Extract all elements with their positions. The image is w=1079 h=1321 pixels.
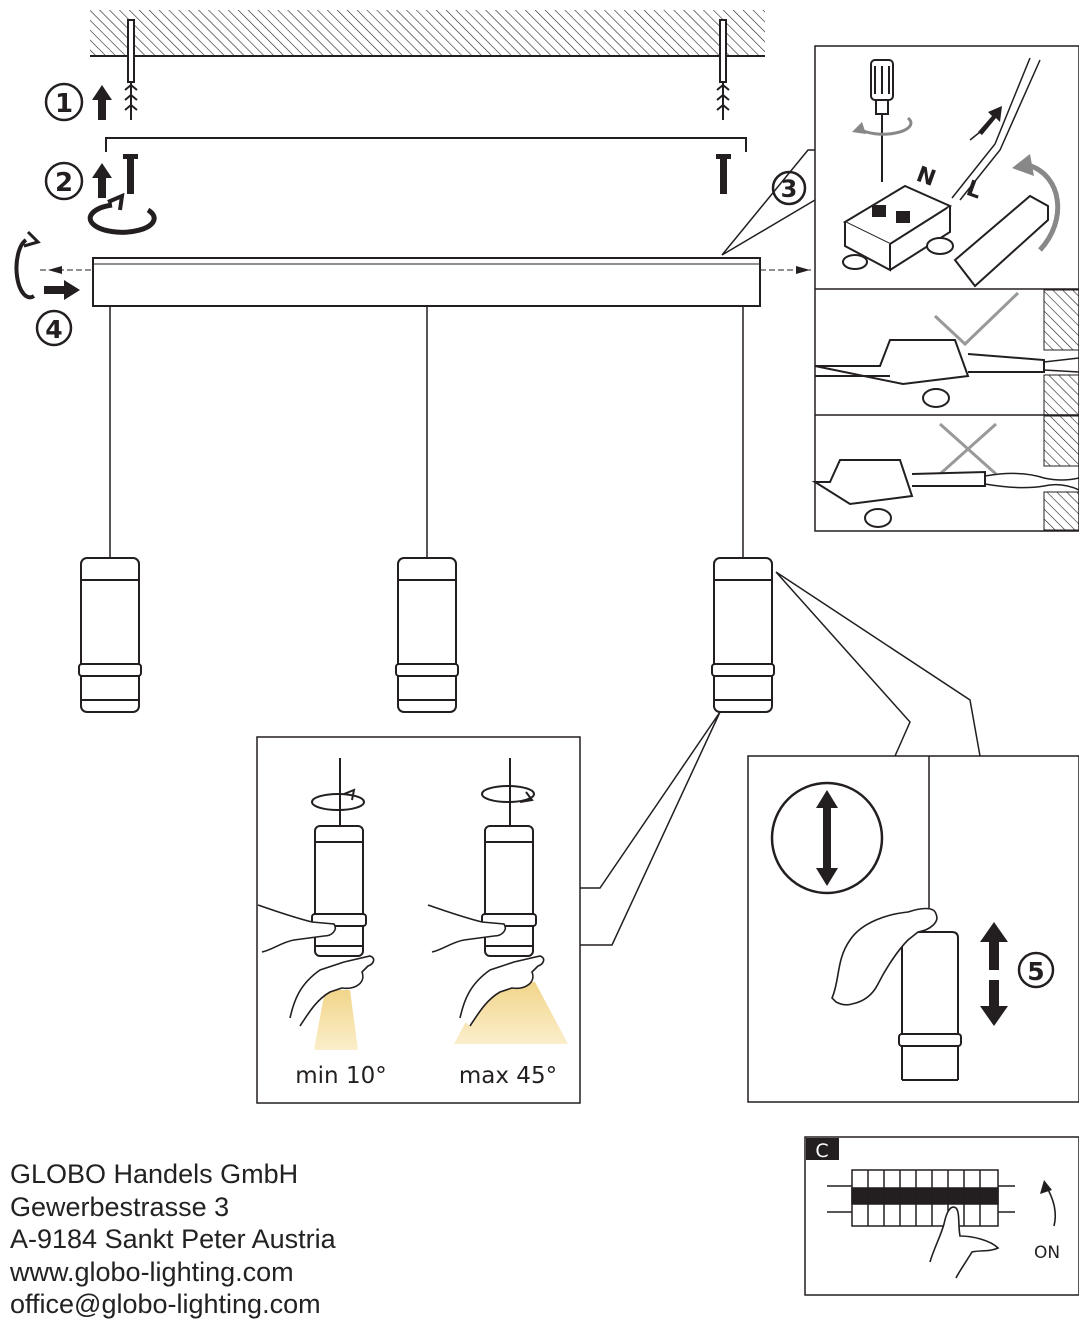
svg-text:5: 5 bbox=[1027, 957, 1044, 986]
check-icon bbox=[933, 291, 1020, 347]
up-down-arrow-icon bbox=[980, 922, 1008, 1026]
spotlight-height bbox=[898, 931, 962, 1081]
callout-line bbox=[580, 711, 721, 946]
screwdriver-icon bbox=[870, 59, 894, 182]
callout-line bbox=[775, 571, 981, 757]
company-street: Gewerbestrasse 3 bbox=[10, 1191, 230, 1222]
screw-right bbox=[716, 154, 731, 194]
spotlight-left bbox=[78, 557, 142, 713]
rotate-arrow-icon bbox=[857, 116, 913, 136]
wall-plug-left bbox=[124, 19, 138, 120]
wall-section bbox=[1043, 289, 1079, 351]
side-screw-left bbox=[48, 266, 62, 274]
right-arrow-icon bbox=[44, 280, 80, 300]
callout-line bbox=[721, 149, 816, 256]
spotlight-right bbox=[711, 557, 775, 713]
terminal-block bbox=[842, 184, 954, 272]
vertical-adjust-icon bbox=[770, 781, 884, 895]
rotate-screw-icon bbox=[87, 192, 157, 235]
cross-icon bbox=[939, 422, 997, 476]
ceiling bbox=[90, 10, 765, 57]
wall-section bbox=[1043, 374, 1079, 416]
company-website: www.globo-lighting.com bbox=[10, 1256, 294, 1287]
panel-letter: C bbox=[815, 1140, 828, 1162]
insert-arrow-icon bbox=[978, 106, 1002, 135]
screw-left bbox=[123, 154, 138, 194]
terminal-correct bbox=[814, 339, 1079, 408]
wall-section bbox=[1043, 491, 1079, 531]
canopy-bar bbox=[92, 257, 761, 307]
company-name: GLOBO Handels GmbH bbox=[10, 1159, 299, 1189]
step-2-badge: 2 bbox=[44, 161, 84, 201]
hands-adjusting-narrow bbox=[257, 904, 375, 1027]
mounting-bracket bbox=[105, 137, 747, 152]
finger-switching bbox=[929, 1206, 1000, 1279]
cover-plate bbox=[953, 194, 1049, 288]
terminal-incorrect bbox=[811, 459, 1079, 528]
rotate-icon bbox=[14, 230, 41, 300]
circuit-breakers bbox=[827, 1169, 1015, 1227]
svg-text:1: 1 bbox=[55, 89, 73, 119]
company-city: A-9184 Sankt Peter Austria bbox=[10, 1224, 336, 1254]
light-beam-narrow bbox=[314, 990, 358, 1050]
min-angle-label: min 10° bbox=[295, 1063, 386, 1089]
company-address: GLOBO Handels GmbH Gewerbestrasse 3 A-91… bbox=[10, 1158, 336, 1321]
step-3-badge: 3 bbox=[771, 170, 807, 206]
spotlight-middle bbox=[395, 557, 459, 713]
wall-plug-right bbox=[716, 19, 730, 120]
max-angle-label: max 45° bbox=[459, 1063, 557, 1089]
step-4-badge: 4 bbox=[35, 309, 73, 347]
company-email: office@globo-lighting.com bbox=[10, 1289, 321, 1319]
side-screw-right bbox=[796, 266, 810, 274]
up-arrow-icon bbox=[92, 163, 112, 198]
svg-text:4: 4 bbox=[45, 315, 62, 344]
curved-arrow-icon bbox=[1027, 162, 1061, 252]
on-label: ON bbox=[1034, 1243, 1060, 1263]
hand-pulling bbox=[831, 907, 938, 1006]
up-arrow-icon bbox=[92, 85, 112, 120]
step-5-badge: 5 bbox=[1017, 951, 1055, 989]
suspension-cables bbox=[109, 306, 744, 558]
wiring-panel bbox=[814, 45, 1079, 532]
wall-section bbox=[1043, 415, 1079, 467]
svg-text:2: 2 bbox=[55, 168, 73, 198]
hands-adjusting-wide bbox=[427, 904, 545, 1027]
step-1-badge: 1 bbox=[44, 82, 84, 122]
svg-text:3: 3 bbox=[781, 175, 798, 203]
